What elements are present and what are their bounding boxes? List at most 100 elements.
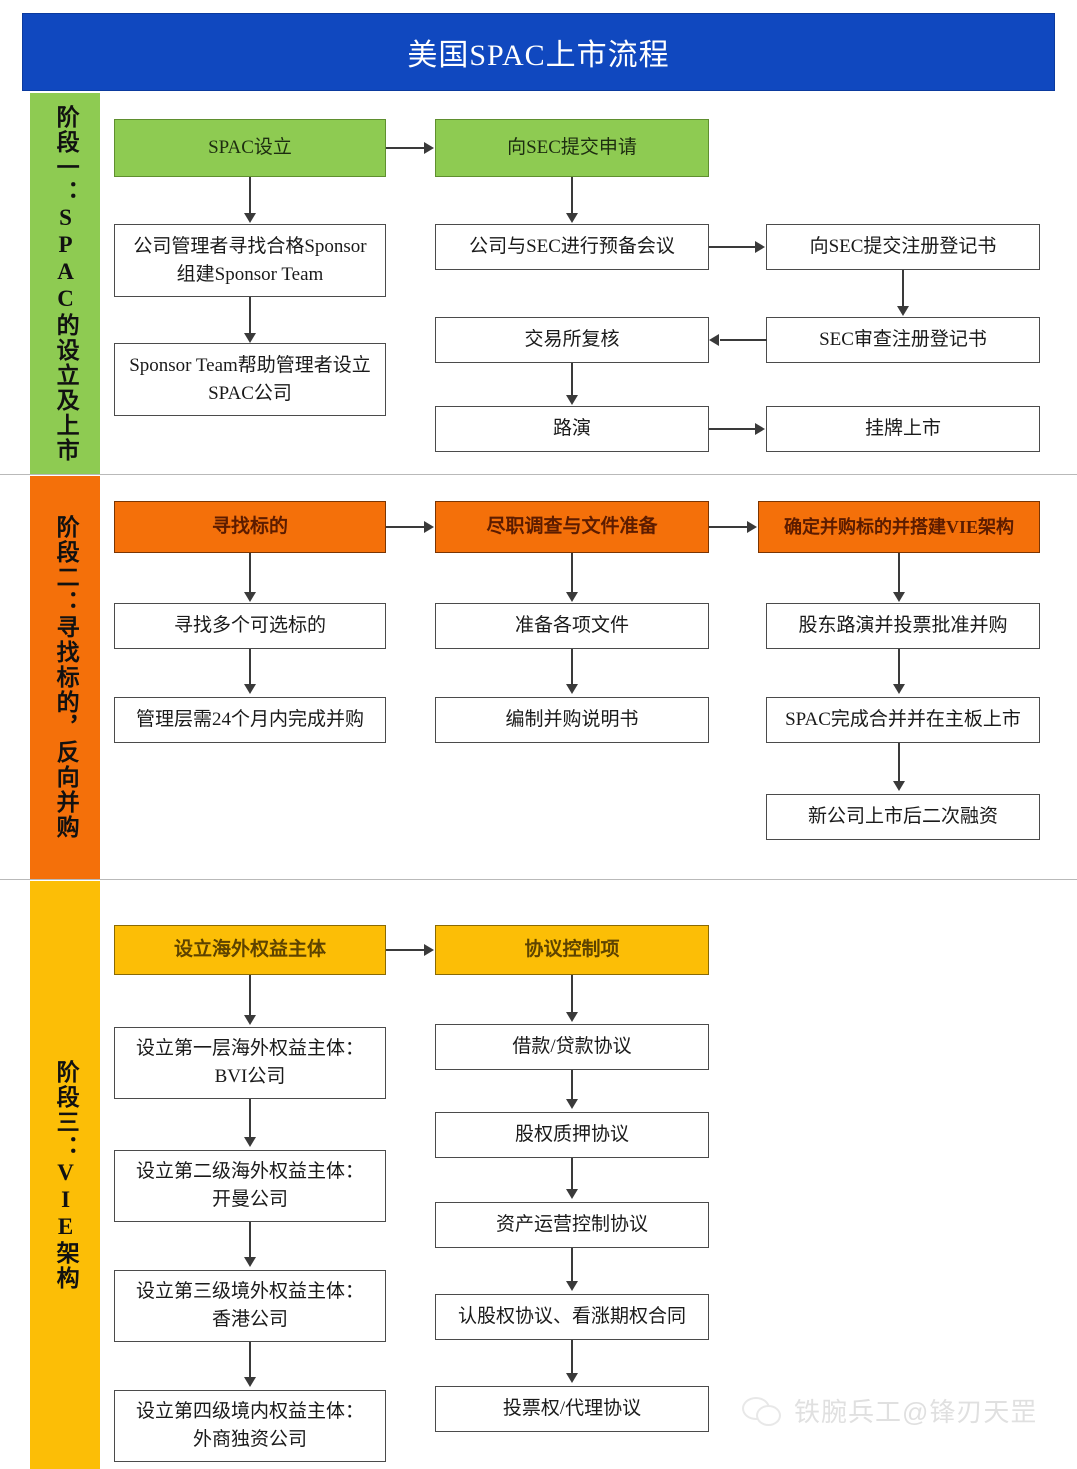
connector-p1-n2-n5 [571,177,573,215]
connector-p3-n1-n2 [386,949,425,951]
connector-p2-n9-n10 [898,743,900,783]
node-find-target[interactable]: 寻找标的 [114,501,386,553]
arrowhead-p1-n2-n5 [566,213,578,223]
node-equity-pledge-agreement[interactable]: 股权质押协议 [435,1112,709,1158]
connector-p1-n9-n10 [709,428,756,430]
node-cayman-company[interactable]: 设立第二级海外权益主体： 开曼公司 [114,1150,386,1222]
node-listing[interactable]: 挂牌上市 [766,406,1040,452]
watermark-text: 铁腕兵工@锋刃天罡 [794,1397,1038,1427]
node-multiple-targets[interactable]: 寻找多个可选标的 [114,603,386,649]
left-gutter [0,93,30,1469]
node-bvi-company[interactable]: 设立第一层海外权益主体： BVI公司 [114,1027,386,1099]
arrowhead-p1-n8-n9 [566,395,578,405]
node-find-sponsor-line1: 公司管理者寻找合格Sponsor [133,235,367,257]
arrowhead-p1-n3-n4 [244,333,256,343]
node-vie-agreements[interactable]: 协议控制项 [435,925,709,975]
node-sponsor-establish-spac[interactable]: Sponsor Team帮助管理者设立 SPAC公司 [114,343,386,416]
wechat-icon [742,1396,784,1426]
page-title-bar: 美国SPAC上市流程 [22,13,1055,91]
node-24-months[interactable]: 管理层需24个月内完成并购 [114,697,386,743]
node-confirm-target-vie[interactable]: 确定并购标的并搭建VIE架构 [758,501,1040,553]
phase-band-2-label: 阶段二：寻找标的，反向并购 [53,515,79,840]
connector-p2-n1-n4 [249,553,251,594]
connector-p1-n5-n6 [709,246,756,248]
arrowhead-p3-n4-n5 [244,1257,256,1267]
connector-p3-n8-n9 [571,1158,573,1191]
arrowhead-p2-n8-n9 [893,684,905,694]
node-wfoe-company-line2: 外商独资公司 [192,1429,307,1450]
node-find-sponsor[interactable]: 公司管理者寻找合格Sponsor 组建Sponsor Team [114,224,386,297]
arrowhead-p2-n4-n5 [244,684,256,694]
node-prepare-documents[interactable]: 准备各项文件 [435,603,709,649]
arrowhead-p2-n6-n7 [566,684,578,694]
node-secondary-financing[interactable]: 新公司上市后二次融资 [766,794,1040,840]
arrowhead-p2-n3-n8 [893,592,905,602]
connector-p3-n9-n10 [571,1248,573,1283]
connector-p2-n3-n8 [898,553,900,594]
page-title: 美国SPAC上市流程 [407,39,670,72]
connector-p1-n1-n2 [386,147,425,149]
node-sec-premeeting[interactable]: 公司与SEC进行预备会议 [435,224,709,270]
node-asset-operation-agreement[interactable]: 资产运营控制协议 [435,1202,709,1248]
connector-p2-n6-n7 [571,649,573,686]
node-bvi-company-line2: BVI公司 [214,1066,286,1087]
node-voting-proxy-agreement[interactable]: 投票权/代理协议 [435,1386,709,1432]
node-exchange-review[interactable]: 交易所复核 [435,317,709,363]
node-due-diligence[interactable]: 尽职调查与文件准备 [435,501,709,553]
node-submit-to-sec[interactable]: 向SEC提交申请 [435,119,709,177]
phase-band-3-label: 阶段三：VIE架构 [53,1059,79,1291]
node-find-sponsor-line2: 组建Sponsor Team [176,263,324,285]
node-wfoe-company-line1: 设立第四级境内权益主体： [135,1401,364,1423]
arrowhead-p2-n2-n3 [747,521,757,533]
connector-p2-n1-n2 [386,526,425,528]
node-hongkong-company-line1: 设立第三级境外权益主体： [135,1281,364,1303]
node-roadshow[interactable]: 路演 [435,406,709,452]
connector-p1-n1-n3 [249,177,251,215]
phase-separator-1 [0,474,1077,475]
phase-band-3: 阶段三：VIE架构 [30,881,100,1469]
arrowhead-p3-n3-n4 [244,1137,256,1147]
arrowhead-p3-n9-n10 [566,1281,578,1291]
node-merger-prospectus[interactable]: 编制并购说明书 [435,697,709,743]
connector-p3-n5-n6 [249,1342,251,1379]
connector-p2-n4-n5 [249,649,251,686]
arrowhead-p3-n8-n9 [566,1189,578,1199]
arrowhead-p1-n5-n6 [755,241,765,253]
node-spac-setup[interactable]: SPAC设立 [114,119,386,177]
arrowhead-p3-n5-n6 [244,1377,256,1387]
node-spac-merger-complete[interactable]: SPAC完成合并并在主板上市 [766,697,1040,743]
node-call-option-agreement[interactable]: 认股权协议、看涨期权合同 [435,1294,709,1340]
arrowhead-p1-n6-n7 [897,306,909,316]
connector-p3-n4-n5 [249,1222,251,1259]
arrowhead-p3-n10-n11 [566,1373,578,1383]
arrowhead-p1-n1-n3 [244,213,256,223]
node-submit-registration[interactable]: 向SEC提交注册登记书 [766,224,1040,270]
arrowhead-p1-n9-n10 [755,423,765,435]
arrowhead-p2-n1-n4 [244,592,256,602]
node-hongkong-company[interactable]: 设立第三级境外权益主体： 香港公司 [114,1270,386,1342]
watermark: 铁腕兵工@锋刃天罡 [742,1392,1037,1429]
connector-p3-n2-n7 [571,975,573,1014]
connector-p2-n2-n6 [571,553,573,594]
arrowhead-p2-n9-n10 [893,781,905,791]
node-cayman-company-line2: 开曼公司 [211,1189,288,1210]
node-sponsor-establish-spac-line2: SPAC公司 [208,382,292,404]
node-cayman-company-line1: 设立第二级海外权益主体： [135,1161,364,1183]
arrowhead-p3-n1-n3 [244,1015,256,1025]
arrowhead-p1-n7-n8 [709,334,719,346]
node-loan-agreement[interactable]: 借款/贷款协议 [435,1024,709,1070]
connector-p1-n3-n4 [249,297,251,335]
connector-p2-n8-n9 [898,649,900,686]
connector-p1-n6-n7 [902,270,904,308]
connector-p3-n7-n8 [571,1070,573,1101]
node-wfoe-company[interactable]: 设立第四级境内权益主体： 外商独资公司 [114,1390,386,1462]
node-sec-review-registration[interactable]: SEC审查注册登记书 [766,317,1040,363]
phase-band-1-label: 阶段一：SPAC的设立及上市 [53,104,79,463]
node-setup-offshore-entity[interactable]: 设立海外权益主体 [114,925,386,975]
arrowhead-p2-n2-n6 [566,592,578,602]
arrowhead-p3-n7-n8 [566,1099,578,1109]
node-bvi-company-line1: 设立第一层海外权益主体： [135,1038,364,1060]
node-shareholder-vote[interactable]: 股东路演并投票批准并购 [766,603,1040,649]
arrowhead-p2-n1-n2 [424,521,434,533]
phase-separator-2 [0,879,1077,880]
